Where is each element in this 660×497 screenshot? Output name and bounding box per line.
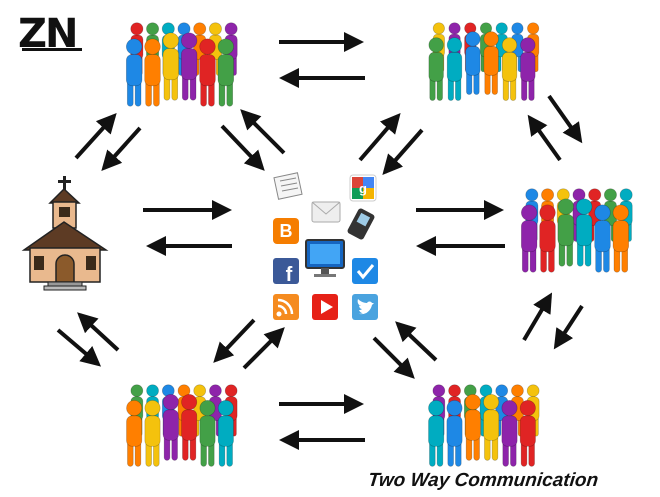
person-figure — [557, 198, 575, 267]
zn-logo: ZN — [18, 11, 79, 57]
youtube-icon — [312, 294, 338, 320]
media-hub: g B f — [273, 172, 378, 320]
arrow-hub-to-top-left — [240, 109, 286, 155]
rss-icon — [273, 294, 299, 320]
person-figure — [519, 400, 536, 467]
person-figure — [199, 400, 216, 467]
arrow-top-left-to-church — [101, 126, 142, 171]
person-figure — [162, 32, 180, 101]
church-icon — [21, 176, 109, 291]
person-figure — [501, 400, 518, 467]
person-figure — [126, 400, 143, 467]
person-figure — [612, 204, 630, 273]
svg-text:f: f — [286, 264, 293, 286]
arrow-hub-to-bottom-right — [372, 336, 415, 379]
person-figure — [520, 204, 538, 273]
person-figure — [144, 38, 161, 107]
arrow-top-left-to-hub — [220, 124, 265, 171]
person-figure — [465, 31, 481, 95]
arrow-hub-to-top-right — [358, 112, 401, 162]
phone-icon — [347, 208, 375, 240]
people-group-bottom-left — [126, 384, 238, 467]
person-figure — [501, 37, 518, 101]
document-icon — [273, 172, 303, 200]
person-figure — [594, 204, 611, 273]
person-figure — [446, 400, 463, 467]
person-figure — [446, 37, 463, 101]
person-figure — [217, 400, 234, 467]
person-figure — [144, 400, 161, 467]
arrow-right-to-bottom-right — [553, 304, 584, 350]
blogger-icon: B — [273, 218, 299, 244]
arrow-church-to-bottom-left — [56, 328, 102, 367]
email-icon — [311, 201, 341, 223]
arrow-bottom-right-to-right — [522, 292, 553, 342]
svg-text:B: B — [280, 221, 293, 241]
monitor-icon — [305, 239, 345, 277]
diagram-caption: Two Way Communication — [366, 470, 600, 491]
arrows — [56, 32, 584, 450]
arrow-top-right-to-right — [547, 94, 583, 144]
person-figure — [520, 37, 536, 101]
person-figure — [162, 394, 179, 461]
arrow-bottom-left-to-church — [77, 312, 120, 352]
person-figure — [217, 38, 235, 107]
people-group-top-left — [125, 22, 238, 107]
people-group-right — [520, 188, 633, 273]
arrow-hub-to-bottom-left — [213, 318, 256, 363]
people-group-bottom-right — [428, 384, 540, 467]
person-figure — [483, 394, 500, 461]
arrow-church-to-top-left — [74, 113, 117, 160]
facebook-icon: f — [273, 258, 299, 286]
person-figure — [483, 31, 499, 95]
person-figure — [428, 400, 445, 467]
people-group-top-right — [428, 22, 540, 101]
google-icon: g — [349, 174, 377, 202]
person-figure — [428, 37, 444, 101]
arrow-right-to-top-right — [527, 114, 562, 162]
person-figure — [181, 394, 198, 461]
arrow-bottom-right-to-hub — [395, 321, 438, 362]
svg-text:g: g — [359, 181, 367, 196]
arrow-bottom-left-to-hub — [242, 327, 285, 370]
person-figure — [464, 394, 481, 461]
person-figure — [575, 198, 593, 267]
person-figure — [199, 38, 216, 107]
twitter-icon — [352, 294, 378, 320]
person-figure — [180, 32, 198, 101]
foursquare-icon — [352, 258, 378, 284]
person-figure — [125, 38, 143, 107]
logo-underline — [22, 48, 82, 51]
arrow-top-right-to-hub — [382, 128, 424, 176]
person-figure — [539, 204, 556, 273]
